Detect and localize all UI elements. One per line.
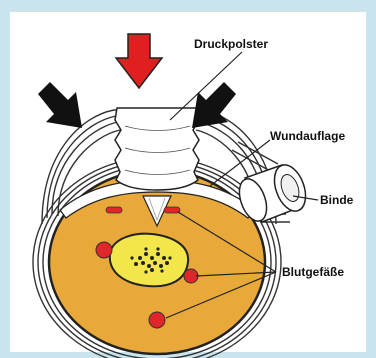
bone-marrow [110,234,188,287]
label-wound-dressing: Wundauflage [270,129,345,143]
red-pressure-arrow [116,34,162,88]
label-blood-vessels: Blutgefäße [282,265,344,279]
label-bandage: Binde [320,193,354,207]
black-pressure-arrow [38,82,82,128]
label-pressure-pad: Druckpolster [194,37,268,51]
